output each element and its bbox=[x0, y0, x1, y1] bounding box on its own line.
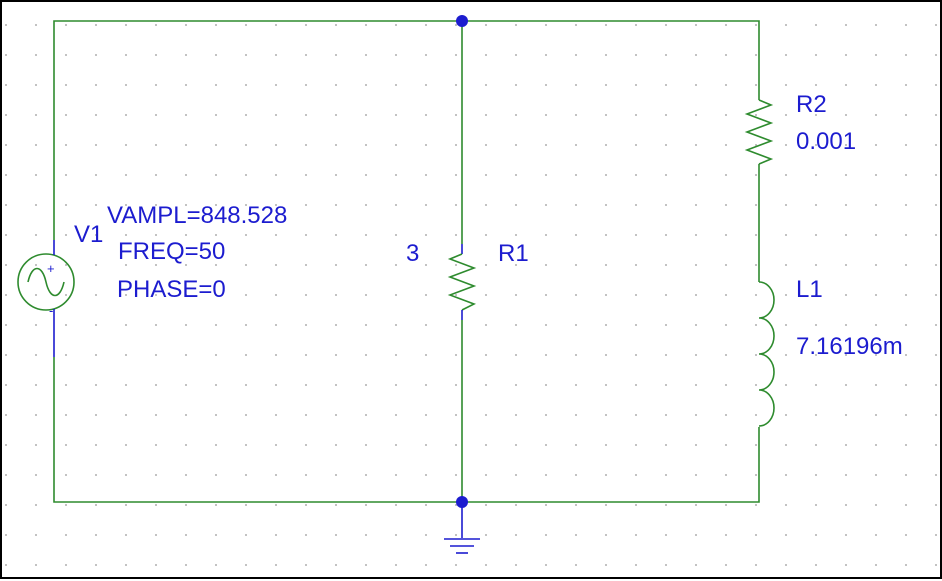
wire-top[interactable] bbox=[53, 20, 760, 240]
r1-label[interactable]: R1 bbox=[498, 240, 529, 267]
coil-inductor-symbol[interactable] bbox=[758, 272, 775, 427]
r2-label[interactable]: R2 bbox=[796, 91, 827, 118]
phase-param[interactable]: PHASE=0 bbox=[117, 276, 226, 303]
wire-bottom[interactable] bbox=[53, 357, 760, 503]
plus-mark: + bbox=[47, 261, 55, 276]
minus-mark: - bbox=[49, 303, 54, 318]
freq-param[interactable]: FREQ=50 bbox=[118, 238, 226, 265]
ac-voltage-source-symbol[interactable] bbox=[17, 240, 75, 357]
zigzag-resistor-symbol-r1[interactable] bbox=[447, 244, 477, 320]
ground-symbol[interactable] bbox=[444, 502, 480, 554]
l1-label[interactable]: L1 bbox=[796, 276, 823, 303]
junction-top[interactable] bbox=[456, 15, 468, 27]
r1-value[interactable]: 3 bbox=[406, 240, 420, 267]
r2-value[interactable]: 0.001 bbox=[796, 128, 857, 155]
l1-value[interactable]: 7.16196m bbox=[796, 333, 903, 360]
vampl-param[interactable]: VAMPL=848.528 bbox=[107, 202, 288, 229]
zigzag-resistor-symbol-r2[interactable] bbox=[744, 97, 774, 167]
v1-label[interactable]: V1 bbox=[74, 221, 104, 248]
